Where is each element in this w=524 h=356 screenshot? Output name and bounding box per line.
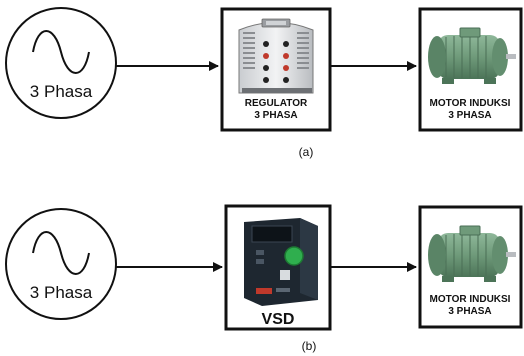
regulator-block: REGULATOR 3 PHASA <box>220 7 332 132</box>
motor-block-b: MOTOR INDUKSI 3 PHASA <box>418 205 523 329</box>
motor-label-line1: MOTOR INDUKSI <box>430 98 511 109</box>
vsd-image <box>244 218 318 306</box>
source-b: 3 Phasa <box>5 208 117 320</box>
source-label: 3 Phasa <box>30 82 93 101</box>
diagram-b: 3 Phasa VSD <box>5 204 523 353</box>
vsd-block: VSD <box>224 204 332 331</box>
motor-label-line1: MOTOR INDUKSI <box>430 294 511 305</box>
motor-label-line2: 3 PHASA <box>448 306 491 317</box>
caption-b: (b) <box>302 339 317 353</box>
source-label: 3 Phasa <box>30 283 93 302</box>
regulator-image <box>238 18 314 94</box>
sine-wave-icon <box>32 30 90 74</box>
caption-a: (a) <box>299 145 314 159</box>
motor-block-a: MOTOR INDUKSI 3 PHASA <box>418 7 523 132</box>
motor-image <box>428 27 516 84</box>
sine-wave-icon <box>32 231 90 275</box>
regulator-label-line1: REGULATOR <box>245 98 308 109</box>
vsd-label: VSD <box>262 311 295 328</box>
motor-image <box>428 225 516 282</box>
ac-source-circle <box>5 7 117 119</box>
motor-label-line2: 3 PHASA <box>448 110 491 121</box>
ac-source-circle <box>5 208 117 320</box>
diagram-a: 3 Phasa <box>5 7 523 159</box>
source-a: 3 Phasa <box>5 7 117 119</box>
regulator-label-line2: 3 PHASA <box>254 110 297 121</box>
